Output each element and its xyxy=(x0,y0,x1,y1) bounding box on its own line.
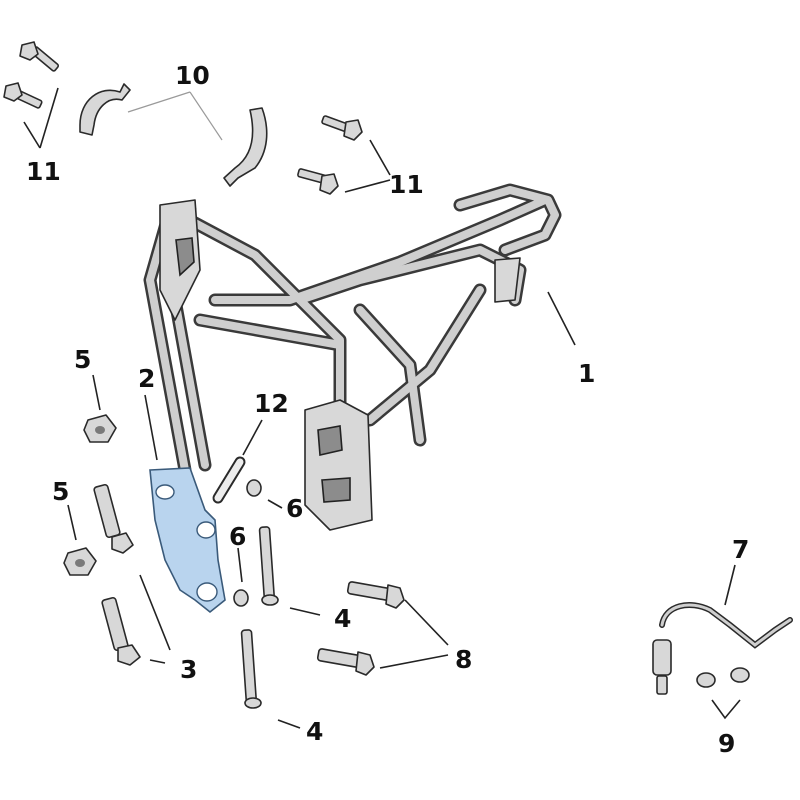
bolt-11-c xyxy=(321,115,363,141)
bolt-8-lower xyxy=(316,648,375,676)
long-bolt-4-lower xyxy=(240,629,262,709)
spacer-6-upper xyxy=(246,479,262,497)
callout-10: 10 xyxy=(175,61,210,90)
callout-4-lower: 4 xyxy=(306,717,323,746)
spacer-6-lower xyxy=(233,589,249,607)
callout-6-lower: 6 xyxy=(229,522,246,551)
callout-5-lower: 5 xyxy=(52,477,69,506)
callout-3: 3 xyxy=(180,655,197,684)
callout-12: 12 xyxy=(254,389,289,418)
callout-1: 1 xyxy=(578,359,595,388)
callout-2: 2 xyxy=(138,364,155,393)
callout-4-upper: 4 xyxy=(334,604,351,633)
bolt-3-upper xyxy=(93,483,134,554)
bolt-11-b xyxy=(3,82,43,109)
bolt-3-lower xyxy=(101,596,141,666)
engine-mount-bracket xyxy=(149,467,226,614)
callout-7: 7 xyxy=(732,535,749,564)
leader-lines xyxy=(23,87,741,729)
bolt-11-a xyxy=(19,41,60,72)
callout-11-left: 11 xyxy=(26,157,61,186)
small-bolts-9 xyxy=(696,667,750,688)
nut-5-lower xyxy=(63,547,97,576)
bolt-11-d xyxy=(297,168,339,195)
clamp-10-left xyxy=(79,83,131,136)
clamp-10-right xyxy=(223,107,268,187)
nut-5-upper xyxy=(83,414,117,443)
callout-11-right: 11 xyxy=(389,170,424,199)
bolt-8-upper xyxy=(346,581,405,609)
callout-6-upper: 6 xyxy=(286,494,303,523)
main-frame xyxy=(143,183,562,531)
sensor-cable-7 xyxy=(652,602,793,695)
callout-5-upper: 5 xyxy=(74,345,91,374)
sleeve-12 xyxy=(212,456,246,504)
callout-9: 9 xyxy=(718,729,735,758)
callout-8: 8 xyxy=(455,645,472,674)
long-bolt-4-upper xyxy=(258,526,279,606)
